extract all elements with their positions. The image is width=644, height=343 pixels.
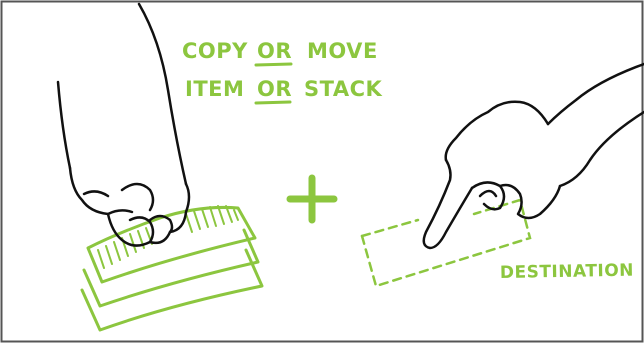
caption-or-1: OR <box>257 39 292 63</box>
caption-or-2: OR <box>257 77 292 101</box>
caption-move: MOVE <box>307 39 378 63</box>
caption-stack: STACK <box>304 77 382 101</box>
caption-copy: COPY <box>182 39 248 63</box>
or-underline-2 <box>256 102 290 103</box>
caption-item: ITEM <box>185 77 244 101</box>
destination-label: DESTINATION <box>500 261 634 283</box>
or-underline-1 <box>256 64 291 65</box>
